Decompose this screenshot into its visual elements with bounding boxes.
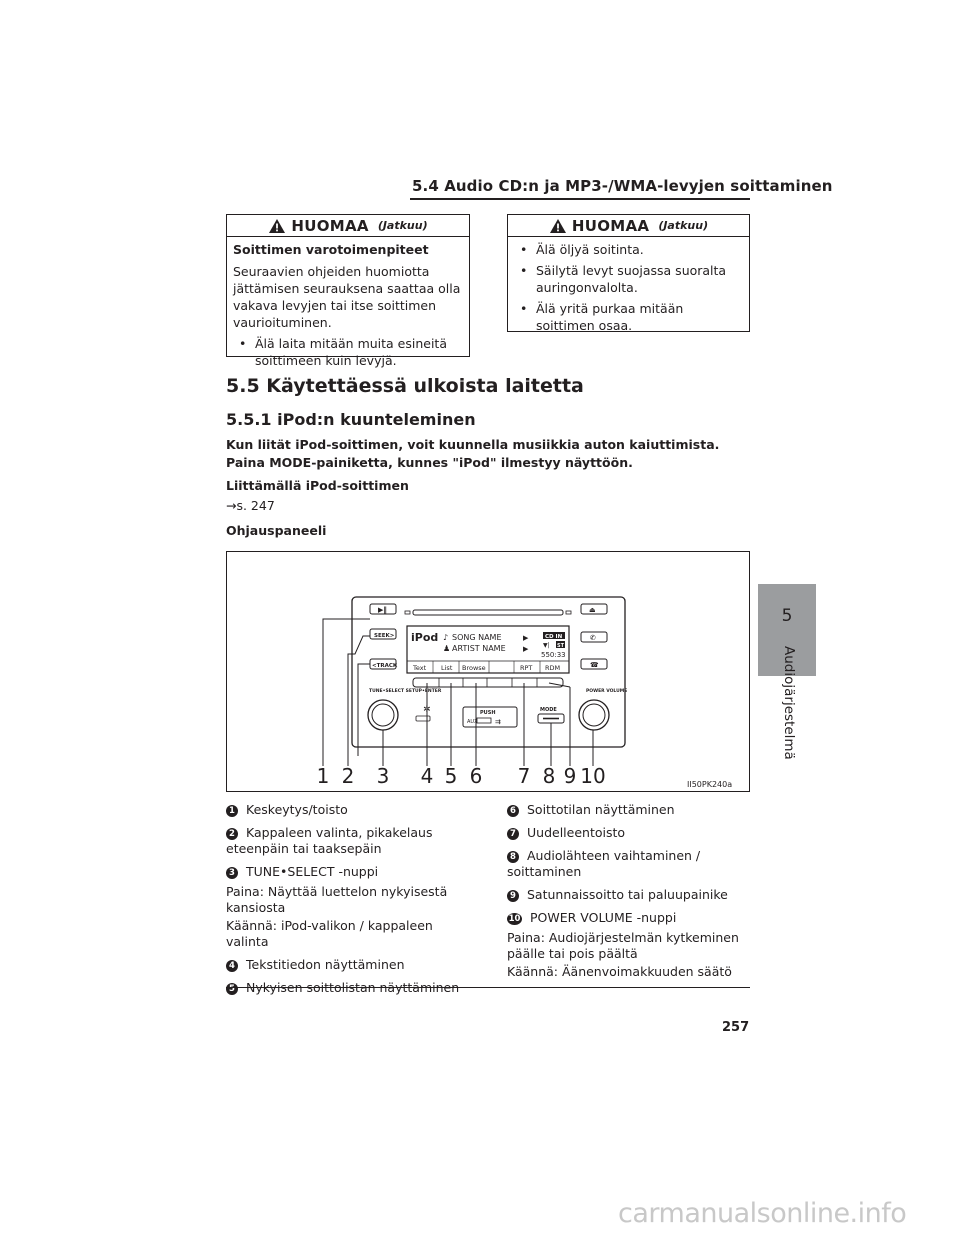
notice-box-right: HUOMAA (Jatkuu) •Älä öljyä soitinta. •Sä…: [507, 214, 750, 333]
notice-subtitle: Soittimen varotoimenpiteet: [233, 242, 429, 257]
phone-button[interactable]: [580, 631, 608, 643]
display-badge-st: ST: [557, 643, 565, 649]
display-tab-text: Text: [412, 664, 427, 672]
legend-item-detail: Käännä: Äänenvoimakkuuden säätö: [507, 964, 732, 979]
hangup-button[interactable]: [580, 658, 608, 670]
subheading-connect: Liittämällä iPod-soittimen: [226, 478, 409, 493]
notice-title: HUOMAA: [571, 216, 650, 235]
callout-8: 8: [543, 764, 556, 788]
chapter-tab-label: Audiojärjestelmä: [781, 646, 797, 760]
callout-2: 2: [342, 764, 355, 788]
display-tab-rpt: RPT: [520, 664, 532, 672]
notice-bullet: •Älä laita mitään muita esineitä soittim…: [239, 336, 447, 368]
notice-title: HUOMAA: [291, 216, 369, 235]
control-panel-figure: ▶‖ SEEK> <TRACK ⏏ ✆ ☎ iPod ♪ SONG NAME ♟…: [226, 551, 750, 792]
intro-paragraph: Kun liität iPod-soittimen, voit kuunnell…: [226, 437, 720, 470]
display-tab-list: List: [441, 664, 453, 672]
callout-3: 3: [377, 764, 390, 788]
display-screen: [406, 625, 570, 674]
callout-7: 7: [518, 764, 531, 788]
figure-code: II50PK240a: [687, 780, 732, 789]
notice-continued: (Jatkuu): [377, 219, 428, 232]
svg-text:☎: ☎: [590, 661, 599, 669]
notice-header: HUOMAA (Jatkuu): [227, 215, 469, 237]
play-pause-button[interactable]: [369, 603, 397, 615]
svg-text:▶: ▶: [523, 634, 529, 642]
seek-button[interactable]: [369, 628, 397, 640]
notice-text: Seuraavien ohjeiden huomiotta jättämisen…: [233, 264, 461, 330]
svg-text:♟: ♟: [443, 644, 450, 653]
legend-item-detail: Käännä: iPod-valikon / kappaleen valinta: [226, 918, 433, 949]
push-label: PUSH: [480, 710, 496, 716]
watermark: carmanualsonline.info: [618, 1198, 907, 1229]
legend-item-detail: Paina: Näyttää luettelon nykyisestä kans…: [226, 884, 448, 915]
svg-text:▼|: ▼|: [543, 642, 550, 649]
display-song: SONG NAME: [452, 633, 502, 642]
notice-continued: (Jatkuu): [658, 219, 709, 232]
track-label: <TRACK: [372, 663, 398, 669]
notice-bullet: •Älä öljyä soitinta.: [520, 242, 644, 257]
notice-bullet: •Säilytä levyt suojassa suoralta auringo…: [520, 263, 727, 295]
chapter-tab-label-wrap: Audiojärjestelmä: [781, 646, 817, 766]
callout-4: 4: [421, 764, 434, 788]
aux-label: AUX: [467, 719, 478, 725]
warning-icon: [269, 218, 286, 233]
display-tab-browse: Browse: [462, 664, 486, 672]
subsection-heading: 5.5.1 iPod:n kuunteleminen: [226, 410, 476, 429]
notice-box-left: HUOMAA (Jatkuu) Soittimen varotoimenpite…: [226, 214, 470, 368]
display-source: iPod: [411, 631, 438, 644]
display-artist: ARTIST NAME: [452, 644, 506, 653]
mode-label: MODE: [540, 707, 557, 713]
display-time: 550:33: [541, 651, 566, 659]
chapter-tab-number: 5: [781, 606, 793, 626]
bottom-rule: [226, 987, 750, 988]
svg-text:▶: ▶: [523, 645, 529, 653]
callout-1: 1: [317, 764, 330, 788]
svg-text:♪: ♪: [443, 633, 448, 642]
callout-6: 6: [470, 764, 483, 788]
section-heading: 5.5 Käytettäessä ulkoista laitetta: [226, 375, 584, 397]
eject-button[interactable]: [580, 603, 608, 615]
display-tab-rdm: RDM: [545, 664, 560, 672]
tune-label: TUNE•SELECT SETUP•ENTER: [369, 688, 442, 694]
seek-label: SEEK>: [374, 633, 395, 639]
callout-9: 9: [564, 764, 577, 788]
aux-port[interactable]: [476, 717, 492, 724]
svg-text:▶‖: ▶‖: [378, 606, 387, 615]
control-panel-illustration: ▶‖ SEEK> <TRACK ⏏ ✆ ☎ iPod ♪ SONG NAME ♟…: [317, 596, 732, 789]
notice-bullet: •Älä yritä purkaa mitään soittimen osaa.: [520, 301, 684, 333]
svg-text:✆: ✆: [590, 634, 596, 642]
legend-item-detail: Paina: Audiojärjestelmän kytkeminen pääl…: [507, 930, 739, 961]
power-label: POWER VOLUME: [586, 688, 627, 694]
callout-5: 5: [445, 764, 458, 788]
callout-10: 10: [580, 764, 605, 788]
chapter-tab: [758, 584, 816, 676]
display-badge-cd: CD IN: [545, 634, 563, 640]
notice-header: HUOMAA (Jatkuu): [508, 215, 749, 237]
subheading-control-panel: Ohjauspaneeli: [226, 523, 327, 538]
svg-text:⏏: ⏏: [589, 606, 596, 614]
running-header: 5.4 Audio CD:n ja MP3-/WMA-levyjen soitt…: [412, 177, 833, 195]
page-reference: →s. 247: [226, 498, 275, 513]
header-rule: [410, 198, 750, 200]
page-number: 257: [722, 1020, 750, 1035]
warning-icon: [549, 218, 566, 233]
usb-icon: ⇉: [495, 718, 501, 726]
